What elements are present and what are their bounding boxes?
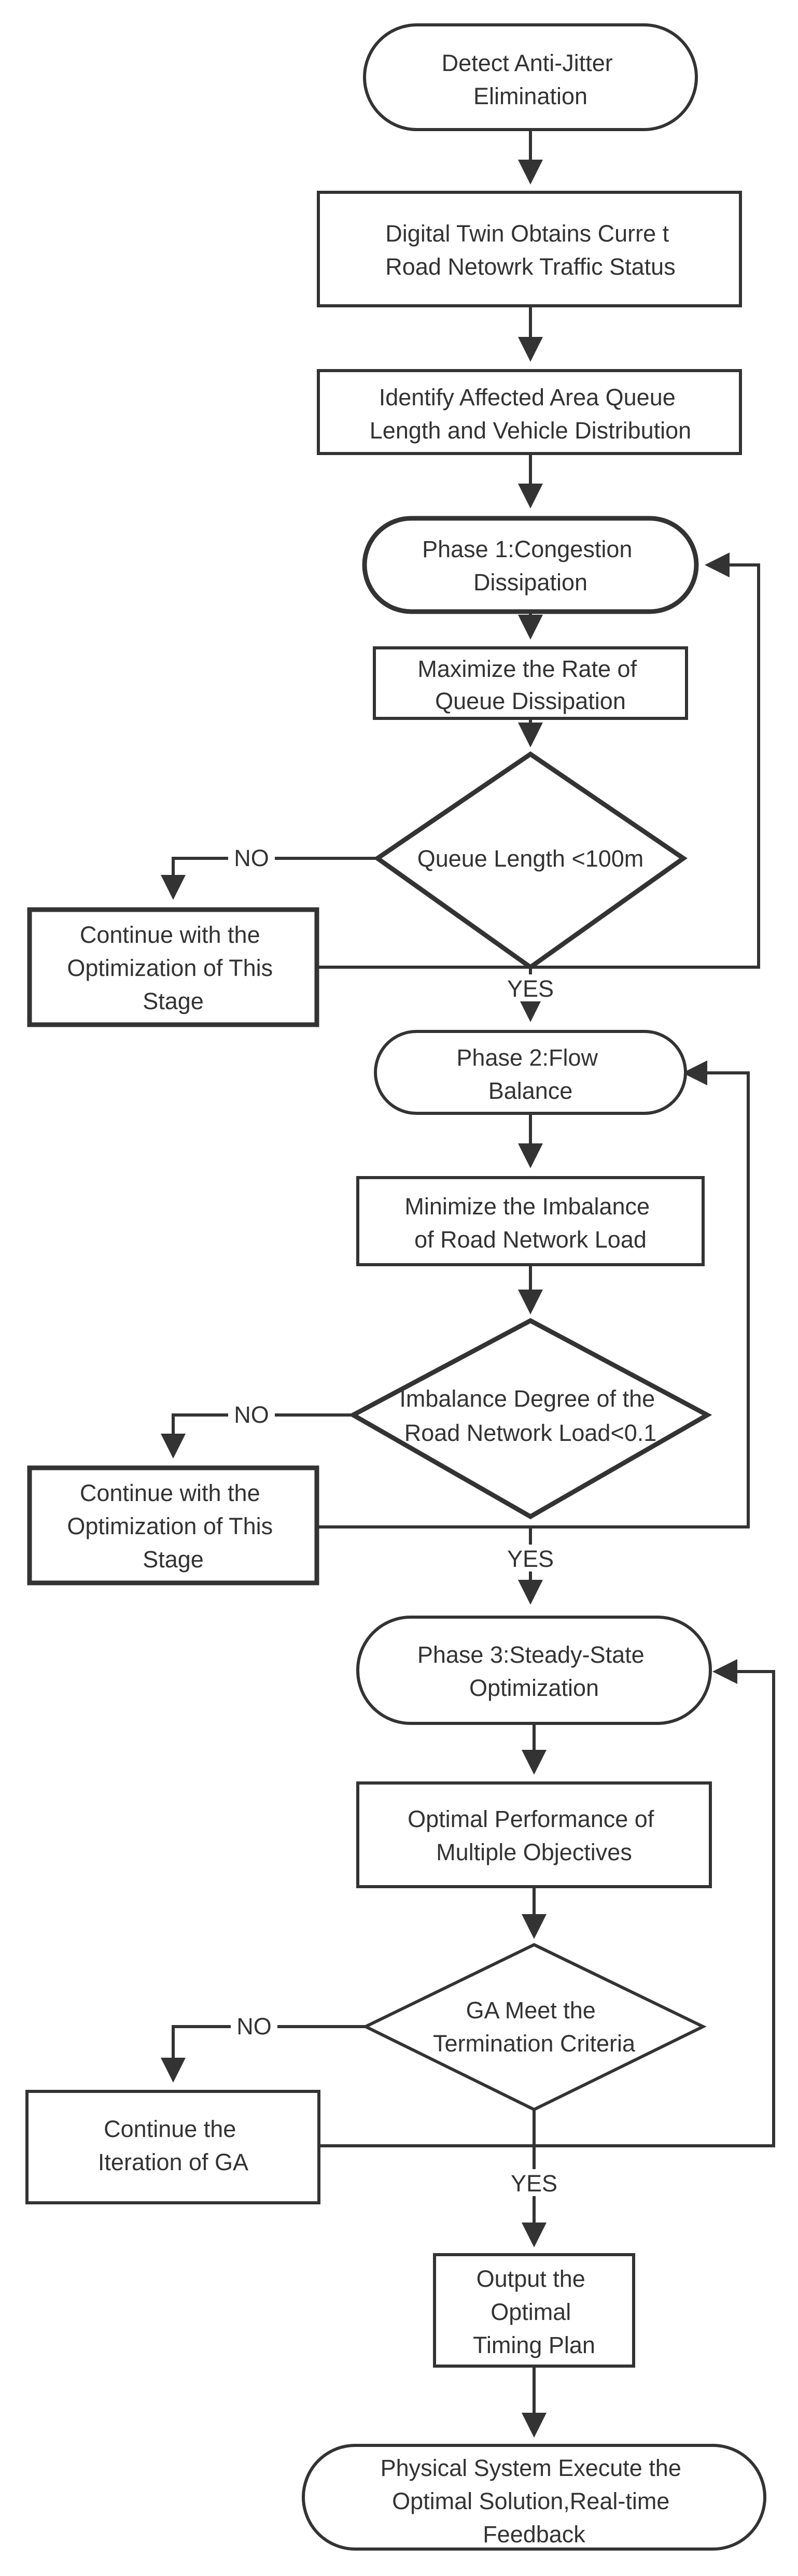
twin-node: Digital Twin Obtains Curre t Road Netowr…: [317, 191, 742, 307]
decision3-node: GA Meet the Termination Criteria: [362, 1943, 707, 2112]
continue3-node: Continue the Iteration of GA: [25, 2090, 320, 2204]
edge-continue1-loop: [317, 553, 760, 969]
svg-text:Physical System Execute the: Physical System Execute the Optimal Solu…: [381, 2455, 688, 2547]
decision2-node-text-line: Road Network Load<0.1: [404, 1420, 657, 1446]
twin-node-text-line: Road Netowrk Traffic Status: [385, 253, 675, 280]
svg-text:Detect Anti-Jitter Eli: Detect Anti-Jitter Elimination: [442, 50, 620, 109]
continue2-node-text-line: Stage: [143, 1546, 204, 1573]
twin-node-text-line: Digital Twin Obtains Curre t: [385, 220, 669, 247]
edge-decision3-no: [161, 2025, 366, 2083]
identify-node-text-line: Length and Vehicle Distribution: [370, 417, 691, 444]
maximize-node-text-line: Maximize the Rate of: [417, 656, 637, 682]
continue3-node-text-line: Iteration of GA: [98, 2149, 248, 2175]
detect-node-text-line: Detect Anti-Jitter: [442, 50, 613, 76]
minimize-node-text-line: of Road Network Load: [414, 1226, 647, 1253]
decision3-node-text-line: Termination Criteria: [433, 2030, 636, 2057]
yes-label-2: YES: [507, 1546, 554, 1572]
continue1-node-text-line: Stage: [143, 988, 204, 1014]
svg-text:Continue with the Opti: Continue with the Optimization of This S…: [67, 1480, 279, 1573]
svg-text:Maximize the Rate of Q: Maximize the Rate of Queue Dissipation: [417, 656, 643, 714]
phase2-node: Phase 2:Flow Balance: [374, 1030, 687, 1115]
continue1-node-text-line: Optimization of This: [67, 955, 273, 981]
edge-continue3-loop: [319, 1659, 775, 2147]
physical-node-text-line: Feedback: [483, 2521, 585, 2547]
svg-text:Imbalance Degree of the: Imbalance Degree of the Road Network Loa…: [399, 1385, 661, 1446]
no-label-2: NO: [234, 1402, 269, 1428]
svg-text:Minimize the Imbalance: Minimize the Imbalance of Road Network L…: [404, 1193, 656, 1253]
svg-text:Phase 2:Flow Balance: Phase 2:Flow Balance: [456, 1044, 604, 1104]
yes-label-3: YES: [511, 2170, 557, 2197]
svg-text:Continue the Iteration: Continue the Iteration of GA: [98, 2116, 248, 2175]
continue2-node: Continue with the Optimization of This S…: [27, 1465, 319, 1586]
phase3-node: Phase 3:Steady-State Optimization: [356, 1616, 712, 1725]
optimal-node: Optimal Performance of Multiple Objectiv…: [356, 1781, 712, 1888]
no-label-3: NO: [236, 2013, 272, 2040]
output-node: Output the Optimal Timing Plan: [433, 2253, 635, 2368]
svg-text:Optimal Performance of: Optimal Performance of Multiple Objectiv…: [408, 1806, 661, 1865]
decision1-node-text-line: Queue Length <100m: [417, 845, 644, 872]
continue1-node: Continue with the Optimization of This S…: [27, 907, 319, 1027]
physical-node-text-line: Optimal Solution,Real-time: [392, 2488, 669, 2514]
svg-text:Digital Twin Obtains Curre t: Digital Twin Obtains Curre t Road Netowr…: [385, 220, 675, 280]
decision3-node-text-line: GA Meet the: [466, 1997, 596, 2023]
output-node-text-line: Timing Plan: [473, 2332, 595, 2358]
maximize-node: Maximize the Rate of Queue Dissipation: [373, 646, 688, 720]
yes-label-1: YES: [507, 975, 554, 1002]
output-node-text-line: Optimal: [491, 2299, 571, 2325]
optimal-node-text-line: Optimal Performance of: [408, 1806, 654, 1832]
phase2-node-text-line: Phase 2:Flow: [456, 1044, 598, 1071]
phase2-node-text-line: Balance: [488, 1078, 573, 1104]
phase1-node: Phase 1:Congestion Dissipation: [362, 516, 699, 614]
svg-text:Phase 1:Congestion Dis: Phase 1:Congestion Dissipation: [422, 536, 639, 596]
continue2-node-text-line: Continue with the: [80, 1480, 260, 1506]
decision2-node-text-line: Imbalance Degree of the: [399, 1385, 655, 1412]
nodes: Detect Anti-Jitter Elimination Digital T…: [25, 23, 766, 2551]
svg-text:Continue with the Opti: Continue with the Optimization of This S…: [67, 922, 279, 1014]
svg-text:Output the Optimal: Output the Optimal Timing Plan: [473, 2266, 595, 2358]
detect-node: Detect Anti-Jitter Elimination: [363, 23, 698, 131]
decision1-node: Queue Length <100m: [373, 751, 688, 970]
continue2-node-text-line: Optimization of This: [67, 1513, 273, 1539]
edge-continue2-loop: [317, 1060, 750, 1528]
minimize-node-text-line: Minimize the Imbalance: [404, 1193, 650, 1220]
optimal-node-text-line: Multiple Objectives: [436, 1839, 632, 1865]
continue3-node-text-line: Continue the: [104, 2116, 236, 2142]
edge-decision1-no: [161, 857, 377, 900]
svg-text:Phase 3:Steady-State O: Phase 3:Steady-State Optimization: [417, 1641, 651, 1701]
edges: [161, 130, 775, 2438]
svg-text:Queue Length <100m: Queue Length <100m: [417, 845, 644, 872]
output-node-text-line: Output the: [477, 2266, 585, 2292]
phase3-node-text-line: Phase 3:Steady-State: [417, 1641, 645, 1668]
svg-text:Identify Affected Area Queue: Identify Affected Area Queue Length and …: [370, 384, 691, 444]
decision2-node: Imbalance Degree of the Road Network Loa…: [348, 1318, 712, 1520]
edge-decision2-no: [161, 1413, 353, 1459]
physical-node-text-line: Physical System Execute the: [381, 2455, 681, 2481]
physical-node: Physical System Execute the Optimal Solu…: [302, 2444, 766, 2551]
phase1-node-text-line: Dissipation: [473, 569, 587, 596]
identify-node-text-line: Identify Affected Area Queue: [379, 384, 676, 411]
detect-node-text-line: Elimination: [473, 83, 587, 109]
phase1-node-text-line: Phase 1:Congestion: [422, 536, 632, 562]
no-label-1: NO: [234, 845, 269, 871]
continue1-node-text-line: Continue with the: [80, 922, 260, 948]
identify-node: Identify Affected Area Queue Length and …: [317, 369, 742, 455]
edge-labels: NO YES NO YES NO YES: [228, 845, 560, 2197]
phase3-node-text-line: Optimization: [469, 1675, 599, 1701]
maximize-node-text-line: Queue Dissipation: [435, 688, 626, 714]
svg-text:GA Meet the Terminatio: GA Meet the Termination Criteria: [433, 1997, 636, 2057]
minimize-node: Minimize the Imbalance of Road Network L…: [356, 1176, 705, 1266]
